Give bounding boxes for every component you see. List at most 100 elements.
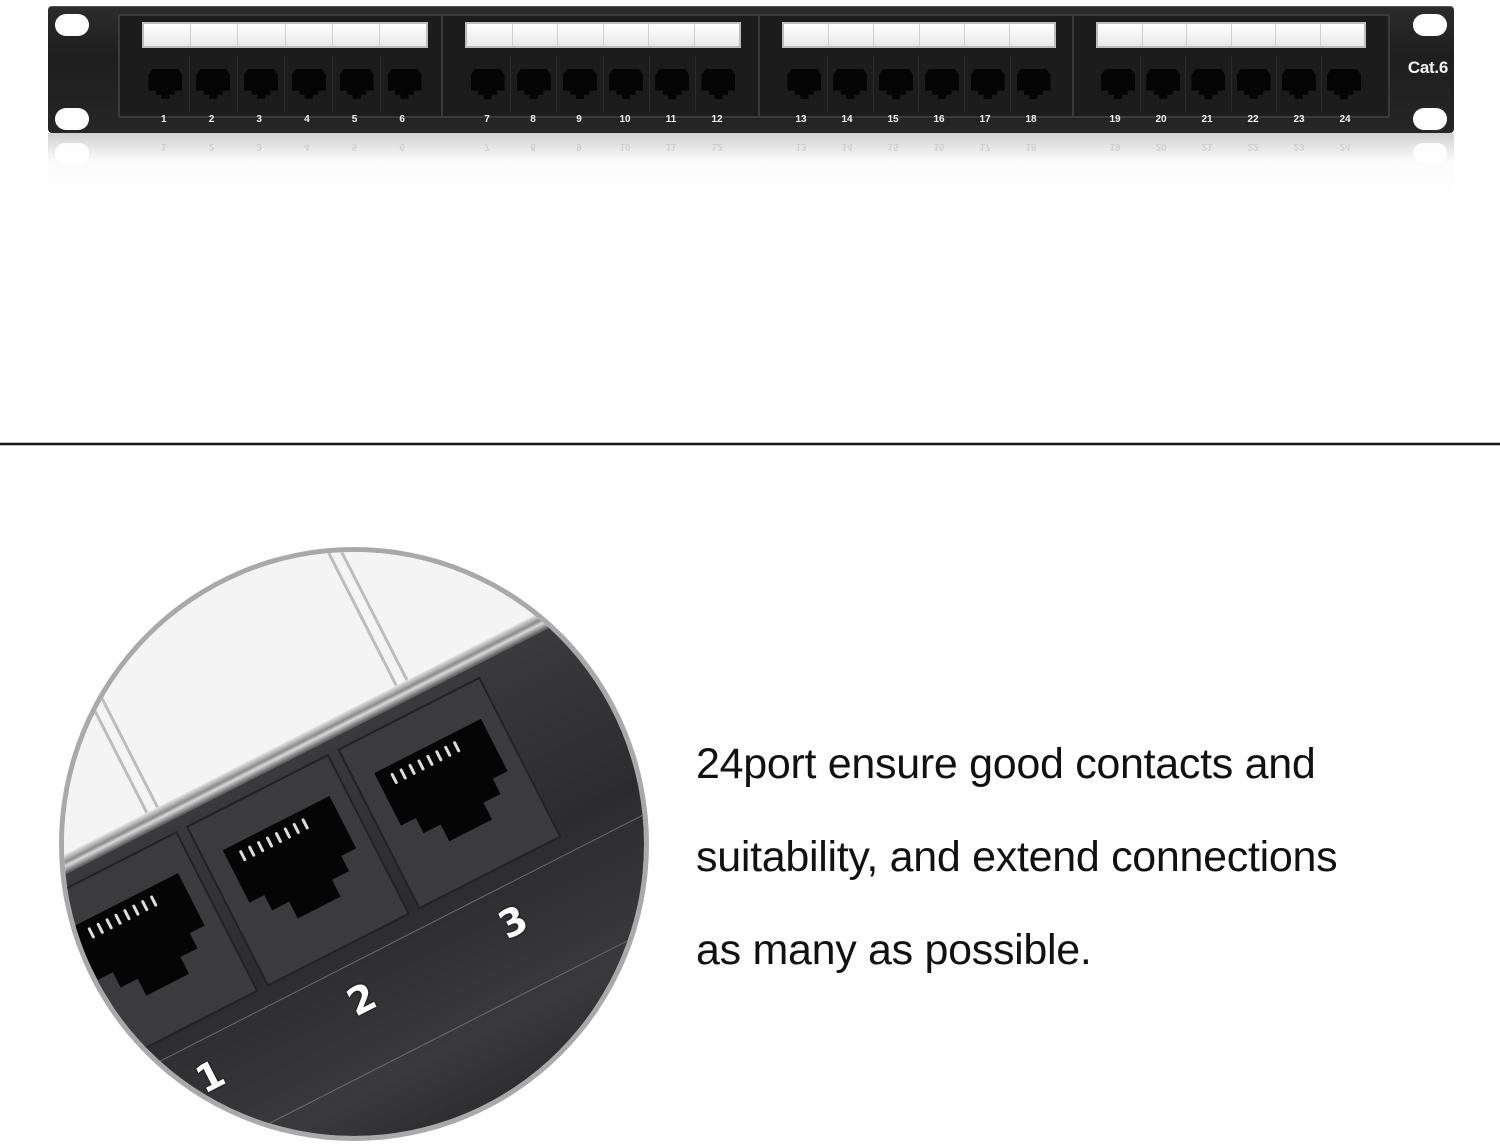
port-number-row: 19 20 21 22 23 24	[1092, 114, 1368, 132]
rj45-port-icon	[787, 69, 822, 99]
rj45-port-icon	[833, 69, 868, 99]
mounting-hole-reflection	[55, 143, 89, 163]
rj45-port-icon	[1281, 69, 1316, 99]
port-number: 3	[256, 114, 262, 125]
rj45-port-icon	[924, 69, 959, 99]
port-number-reflection: 9	[576, 141, 582, 152]
port-number-row: 7 8 9 10 11 12	[464, 114, 740, 132]
rj45-port-icon	[970, 69, 1005, 99]
mounting-hole	[55, 14, 89, 36]
port-number: 15	[887, 114, 899, 125]
port-number-reflection: 1	[161, 141, 167, 152]
port-number: 13	[795, 114, 807, 125]
feature-description: 24port ensure good contacts and suitabil…	[696, 718, 1486, 997]
mounting-hole	[1413, 14, 1447, 36]
port-number: 4	[304, 114, 310, 125]
rj45-port-icon	[196, 69, 231, 99]
port-number: 24	[1339, 114, 1351, 125]
port-module	[1072, 14, 1390, 118]
port-number-reflection: 13	[795, 141, 807, 152]
port-number-reflection: 19	[1109, 141, 1121, 152]
port-number-reflection: 4	[304, 141, 310, 152]
port-number-reflection: 14	[841, 141, 853, 152]
port-number: 17	[979, 114, 991, 125]
port-number-reflection: 7	[484, 141, 490, 152]
rj45-port-icon	[244, 69, 279, 99]
rj45-port-icon	[516, 69, 551, 99]
port-detail-closeup: 1 2 3	[59, 547, 649, 1141]
port-number-reflection: 10	[619, 141, 631, 152]
rj45-port-icon	[701, 69, 736, 99]
description-line: suitability, and extend connections	[696, 833, 1338, 881]
port-number-reflection: 20	[1155, 141, 1167, 152]
rj45-jack-icon	[223, 796, 373, 935]
port-number-reflection: 23	[1293, 141, 1305, 152]
mounting-hole-reflection	[1413, 143, 1447, 163]
port-number: 21	[1201, 114, 1213, 125]
port-number-reflection: 2	[208, 141, 215, 152]
rj45-port-icon	[387, 69, 422, 99]
port-number-reflection: 18	[1025, 141, 1037, 152]
patch-panel: Cat.6	[48, 6, 1454, 133]
rj45-port-icon	[1146, 69, 1181, 99]
description-line: as many as possible.	[696, 926, 1092, 974]
port-module	[758, 14, 1080, 118]
port-number-reflection: 12	[711, 141, 723, 152]
rj45-jack-icon	[71, 873, 221, 1012]
port-number: 7	[484, 114, 490, 125]
port-number: 20	[1155, 114, 1167, 125]
port-number-reflection: 5	[351, 141, 358, 152]
section-divider	[0, 443, 1500, 445]
label-strip	[1096, 22, 1366, 48]
rj45-port-icon	[1191, 69, 1226, 99]
panel-reflection: 1 2 3 4 5 6 7 8 9 10 11 12 13 14 15 16 1…	[48, 133, 1454, 203]
label-strip	[465, 22, 741, 48]
port-number: 8	[530, 114, 536, 125]
rj45-port-icon	[148, 69, 183, 99]
port-number: 2	[208, 114, 215, 125]
port-number: 18	[1025, 114, 1037, 125]
port-number: 11	[665, 114, 677, 125]
port-number: 22	[1247, 114, 1259, 125]
port-module	[118, 14, 452, 118]
mounting-hole	[1413, 108, 1447, 130]
port-number-row: 13 14 15 16 17 18	[778, 114, 1054, 132]
port-number: 1	[161, 114, 167, 125]
port-number: 12	[711, 114, 723, 125]
port-number-reflection: 21	[1201, 141, 1213, 152]
port-number: 10	[619, 114, 631, 125]
port-number-reflection: 17	[979, 141, 991, 152]
port-number-reflection: 24	[1339, 141, 1351, 152]
rj45-port-icon	[879, 69, 914, 99]
port-number: 19	[1109, 114, 1121, 125]
port-number: 14	[841, 114, 853, 125]
patch-panel-image: Cat.6	[48, 6, 1454, 206]
category-label: Cat.6	[1407, 58, 1448, 77]
port-number: 6	[399, 114, 405, 125]
rj45-port-icon	[1016, 69, 1051, 99]
port-number-reflection: 6	[399, 141, 405, 152]
port-module	[441, 14, 765, 118]
port-number-reflection: 8	[530, 141, 536, 152]
rj45-port-icon	[291, 69, 326, 99]
port-number-row: 1 2 3 4 5 6	[140, 114, 426, 132]
port-number-reflection: 3	[256, 141, 262, 152]
port-number-reflection: 22	[1247, 141, 1259, 152]
rj45-jack-icon	[374, 719, 524, 858]
port-number: 5	[351, 114, 358, 125]
rj45-port-icon	[1326, 69, 1361, 99]
rj45-port-icon	[1236, 69, 1271, 99]
right-mounting-ear: Cat.6	[1390, 6, 1454, 133]
description-line: 24port ensure good contacts and	[696, 740, 1316, 788]
label-strip	[142, 22, 428, 48]
mounting-hole	[55, 108, 89, 130]
rj45-port-icon	[562, 69, 597, 99]
rj45-port-icon	[655, 69, 690, 99]
port-number-reflection: 15	[887, 141, 899, 152]
port-number: 23	[1293, 114, 1305, 125]
label-strip	[782, 22, 1056, 48]
port-number: 16	[933, 114, 945, 125]
rj45-port-icon	[470, 69, 505, 99]
port-number-reflection: 16	[933, 141, 945, 152]
left-mounting-ear	[48, 6, 112, 133]
